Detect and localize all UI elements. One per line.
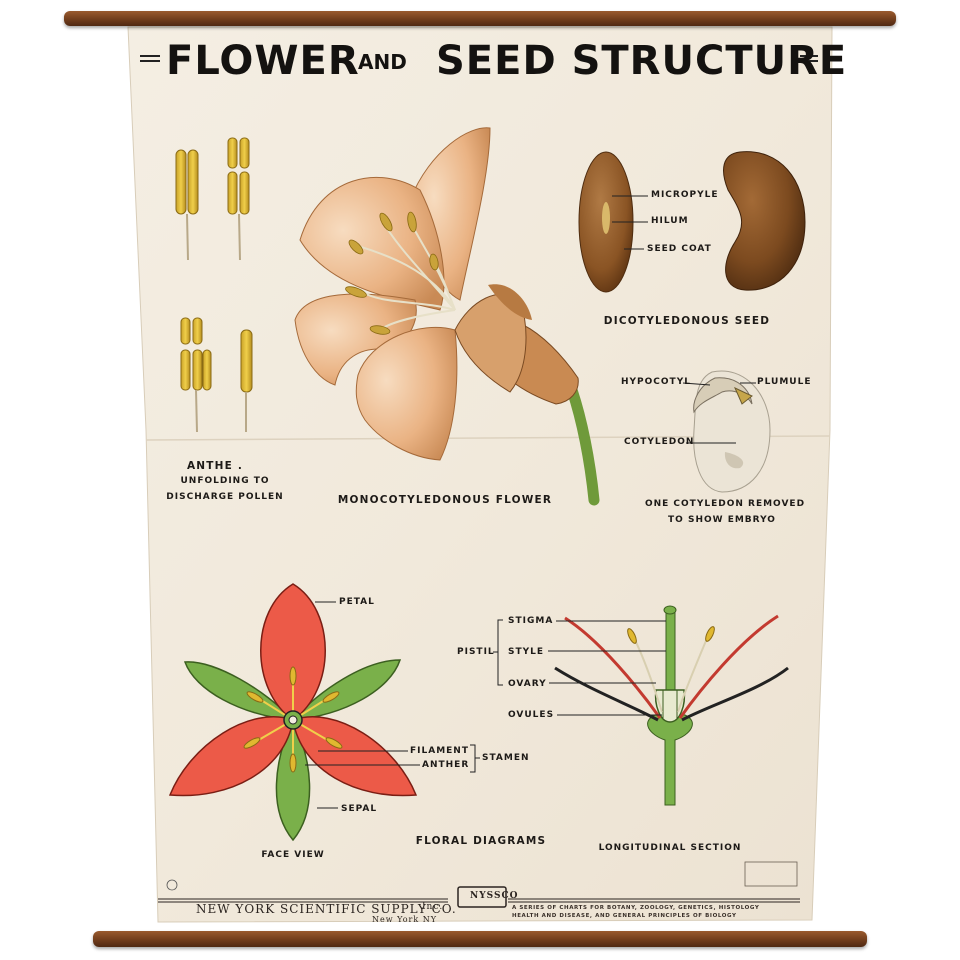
publisher-city: New York NY [372,915,438,924]
lily-petal-bottom [355,326,458,461]
embryo-axis [693,377,753,414]
lily-anthers [345,211,439,335]
stigma [663,605,677,615]
dicot-seed-caption: DICOTYLEDONOUS SEED [603,315,771,327]
petals [168,583,418,797]
face-anthers [243,666,343,773]
petal-label: PETAL [339,597,375,607]
cotyledon-label: COTYLEDON [624,437,695,447]
pistil-label: PISTIL [457,647,495,657]
lily-flower-illustration [294,127,600,506]
embryo-caption-2: TO SHOW EMBRYO [668,515,776,525]
section-stamens [633,635,709,713]
longitudinal-section-caption: LONGITUDINAL SECTION [598,843,742,853]
embryo-caption-1: ONE COTYLEDON REMOVED [644,499,806,509]
ovary-label: OVARY [508,679,547,689]
publisher-name: NEW YORK SCIENTIFIC SUPPLY CO. [196,902,457,916]
lily-petal-right [454,293,527,393]
title-flower: FLOWER [166,38,360,84]
lily-petal-upper-left [299,177,445,311]
anther-caption-1: ANTHE . [186,460,244,472]
receptacle [647,714,693,806]
hypocotyl-label: HYPOCOTYL [621,377,691,387]
sepal-label: SEPAL [341,804,378,814]
stamen-brace [470,744,480,773]
lily-petal-right-fold [488,284,532,320]
style [665,607,676,691]
petal-left [168,716,294,797]
face-view-caption: FACE VIEW [261,850,325,860]
anther-opening [227,137,250,261]
face-view-diagram [168,583,480,842]
anther-open [180,317,212,433]
dicot-seed-illustration [578,151,806,293]
title-seed-structure: SEED STRUCTURE [436,38,848,84]
stamp-circle [166,879,178,891]
petal-top [260,583,326,721]
sepal-bottom [275,718,311,842]
longitudinal-section-diagram [493,605,789,806]
stigma-label: STIGMA [508,616,554,626]
anther-label: ANTHER [422,760,470,770]
hilum-label: HILUM [651,216,689,226]
plumule-label: PLUMULE [757,377,812,387]
stamen-label: STAMEN [482,753,530,763]
embryo-illustration [682,370,771,493]
anther-caption-2: UNFOLDING TO [180,476,270,486]
anther-closed [175,149,199,261]
anther-discharged [240,329,253,432]
seed-face-view [723,151,806,291]
nyssco-logo: NYSSCO [470,891,519,901]
title-and: AND [358,50,407,74]
plumule-shape [734,386,753,405]
sepal-left [183,661,295,721]
style-label: STYLE [508,647,545,657]
monocot-flower-caption: MONOCOTYLEDONOUS FLOWER [337,494,553,506]
bottom-roller-rod [93,931,867,947]
nyssco-logo-frame [457,886,507,908]
micropyle-label: MICROPYLE [651,190,719,200]
ovules-label: OVULES [508,710,555,720]
seed-hilum-mark [602,202,610,234]
pistil-brace [493,619,503,686]
sepal-right [291,659,402,721]
filament-label: FILAMENT [410,746,469,756]
lily-stem [566,384,600,506]
series-line-1: A SERIES OF CHARTS FOR BOTANY, ZOOLOGY, … [512,905,760,911]
sepals [183,659,402,842]
series-line-2: HEALTH AND DISEASE, AND GENERAL PRINCIPL… [512,913,737,919]
cotyledon-shadow [724,452,744,469]
anther-caption-3: DISCHARGE POLLEN [166,492,284,502]
anther-illustrations [175,137,253,433]
petal-right [292,716,418,797]
seed-coat-label: SEED COAT [647,244,712,254]
top-roller-rod [64,11,896,26]
hypocotyl-leader [682,382,711,386]
publisher-suffix: Inc. [422,902,444,912]
floral-diagrams-caption: FLORAL DIAGRAMS [415,835,547,847]
note-box [744,861,798,887]
